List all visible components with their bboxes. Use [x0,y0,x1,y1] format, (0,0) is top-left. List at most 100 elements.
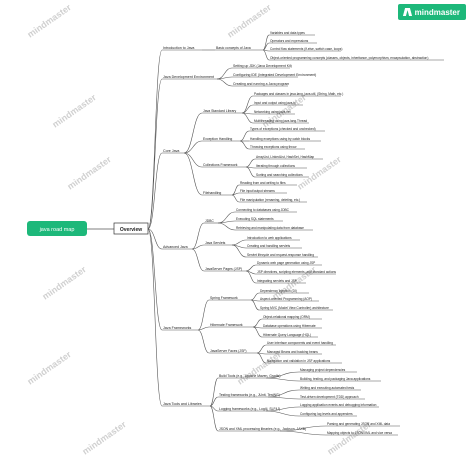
subbranch-connector [209,405,219,412]
level3-node[interactable]: Writing and executing automated tests [300,386,355,390]
leaf-connector [265,410,300,417]
leaf-connector [256,344,267,354]
watermark-text: mindmaster [25,2,73,40]
level2-node[interactable]: Filehandling [203,191,221,195]
branch-connector [147,228,163,250]
subbranch-connector [216,78,233,87]
level3-node[interactable]: ArrayList, LinkedList, HashSet, HashMap [256,155,314,159]
level3-node[interactable]: Configuring log levels and appenders [300,412,353,416]
level3-node[interactable]: Managed Beans and backing beans [267,350,318,354]
watermark-text: mindmaster [225,2,273,40]
level3-node[interactable]: Sorting and searching collections [256,173,303,177]
level3-node[interactable]: Packages and classes in java.lang, java.… [254,92,343,96]
watermark: mindmaster [25,2,73,40]
leaf-connector [217,220,236,224]
level2-node[interactable]: Hibernate Framework [210,323,243,327]
level3-node[interactable]: Connecting to databases using JDBC [236,208,290,212]
level2-node[interactable]: JSON and XML processing libraries (e.g.,… [219,427,306,431]
level2-node[interactable]: Java Standard Library [203,109,236,113]
level3-node[interactable]: File input/output streams [240,189,275,193]
subbranch-connector [197,299,210,331]
level3-node[interactable]: Creating and handling servlets [247,244,290,248]
leaf-connector [239,140,250,150]
level2-node[interactable]: JavaServer Faces (JSF) [210,349,247,353]
level2-node[interactable]: JDBC [205,219,214,223]
level1-node[interactable]: Java Tools and Libraries [163,402,202,406]
mindmaster-logo-icon [404,8,412,16]
level2-node[interactable]: Collections Framework [203,163,238,167]
watermark: mindmaster [80,419,128,457]
level3-node[interactable]: Input and output using java.io [254,101,296,105]
level3-node[interactable]: File manipulation (renaming, deleting, e… [240,198,300,202]
level3-node[interactable]: Control flow statements (if-else, switch… [270,47,342,51]
leaf-connector [245,166,256,178]
level2-node[interactable]: Logging frameworks (e.g., Log4j, SLF4J) [219,407,280,411]
level3-node[interactable]: Reading from and writing to files [240,181,286,185]
subbranch-connector [191,248,205,272]
watermark: mindmaster [40,264,88,302]
leaf-connector [231,184,240,196]
level1-node[interactable]: Java Frameworks [163,326,192,330]
level3-node[interactable]: Test-driven development (TDD) approach [300,395,359,399]
level3-node[interactable]: Logging application events and debugging… [300,403,377,407]
level1-node[interactable]: Advanced Java [163,245,188,249]
level2-node[interactable]: Exception Handling [203,137,232,141]
level3-node[interactable]: Introduction to web applications [247,236,292,240]
level1-node[interactable]: Java Development Environment [163,75,214,79]
branch-connector [147,228,163,407]
level2-node[interactable]: Build Tools (e.g., Apache Maven, Gradle) [219,374,281,378]
level3-node[interactable]: Retrieving and manipulating data from da… [236,226,304,230]
level2-node[interactable]: Setting up JDK (Java Development Kit) [233,64,292,68]
level3-node[interactable]: Iterating through collections [256,164,295,168]
level2-node[interactable]: Testing frameworks (e.g., JUnit, TestNG) [219,393,280,397]
brand-badge: mindmaster [397,4,466,20]
level3-node[interactable]: Parsing and generating JSON and XML data [327,422,390,426]
leaf-connector [231,239,247,246]
leaf-connector [217,222,236,231]
level3-node[interactable]: Multithreading using java.lang.Thread [254,119,307,123]
level3-node[interactable]: Dependency Injection (DI) [260,289,297,293]
level3-node[interactable]: Hibernate Query Language (HQL) [263,333,311,337]
overview-node-label: Overview [120,227,142,233]
level3-node[interactable]: Throwing exceptions using throw [250,145,297,149]
level3-node[interactable]: Dynamic web page generation using JSP [257,261,315,265]
level2-node[interactable]: Java Servlets [205,241,226,245]
level2-node[interactable]: Spring Framework [210,296,238,300]
leaf-connector [231,192,240,196]
level3-node[interactable]: Aspect-oriented Programming (AOP) [260,297,312,301]
watermark-text: mindmaster [65,154,113,192]
level3-node[interactable]: Mapping objects to JSON/XML and vice ver… [327,431,392,435]
level3-node[interactable]: Spring MVC (Model View Controller) archi… [260,306,329,310]
level3-node[interactable]: Operators and expressions [270,39,309,43]
level3-node[interactable]: Servlet lifecycle and request-response h… [247,253,314,257]
level2-node[interactable]: Basic concepts of Java [216,46,251,50]
level3-node[interactable]: Integrating servlets and JSP [257,279,297,283]
level3-node[interactable]: Building, testing, and packaging Java ap… [300,377,371,381]
level3-node[interactable]: Executing SQL statements [236,217,274,221]
level2-node[interactable]: Creating and running a Java program [233,82,289,86]
level3-node[interactable]: Object-relational mapping (ORM) [263,315,310,319]
level1-node[interactable]: Core Java [163,149,179,153]
level3-node[interactable]: Handling exceptions using try catch bloc… [250,137,310,141]
level3-node[interactable]: Networking using java.net [254,110,291,114]
subbranch-connector [209,405,219,432]
level3-node[interactable]: Types of exceptions (checked and uncheck… [250,127,316,131]
leaf-connector [252,318,263,328]
root-node-label: java road map [39,227,75,233]
root-node[interactable] [27,221,87,236]
branch-connector [147,78,163,230]
level3-node[interactable]: Variables and data types [270,31,305,35]
leaf-connector [262,49,270,61]
level3-node[interactable]: JSP directives, scripting elements, and … [257,270,336,274]
subbranch-connector [191,244,205,250]
level2-node[interactable]: Configuring IDE (Integrated Development … [233,73,316,77]
level2-node[interactable]: JavaServer Pages (JSP) [205,267,242,271]
level3-node[interactable]: Navigation and validation in JSF applica… [267,359,331,363]
overview-node[interactable] [113,222,149,235]
level1-node[interactable]: Introduction to Java [163,46,194,50]
watermark-text: mindmaster [25,349,73,387]
level3-node[interactable]: Managing project dependencies [300,368,346,372]
level3-node[interactable]: Object-oriented programming concepts (cl… [270,56,428,60]
level3-node[interactable]: User interface components and event hand… [267,341,333,345]
level3-node[interactable]: Database operations using Hibernate [263,324,316,328]
